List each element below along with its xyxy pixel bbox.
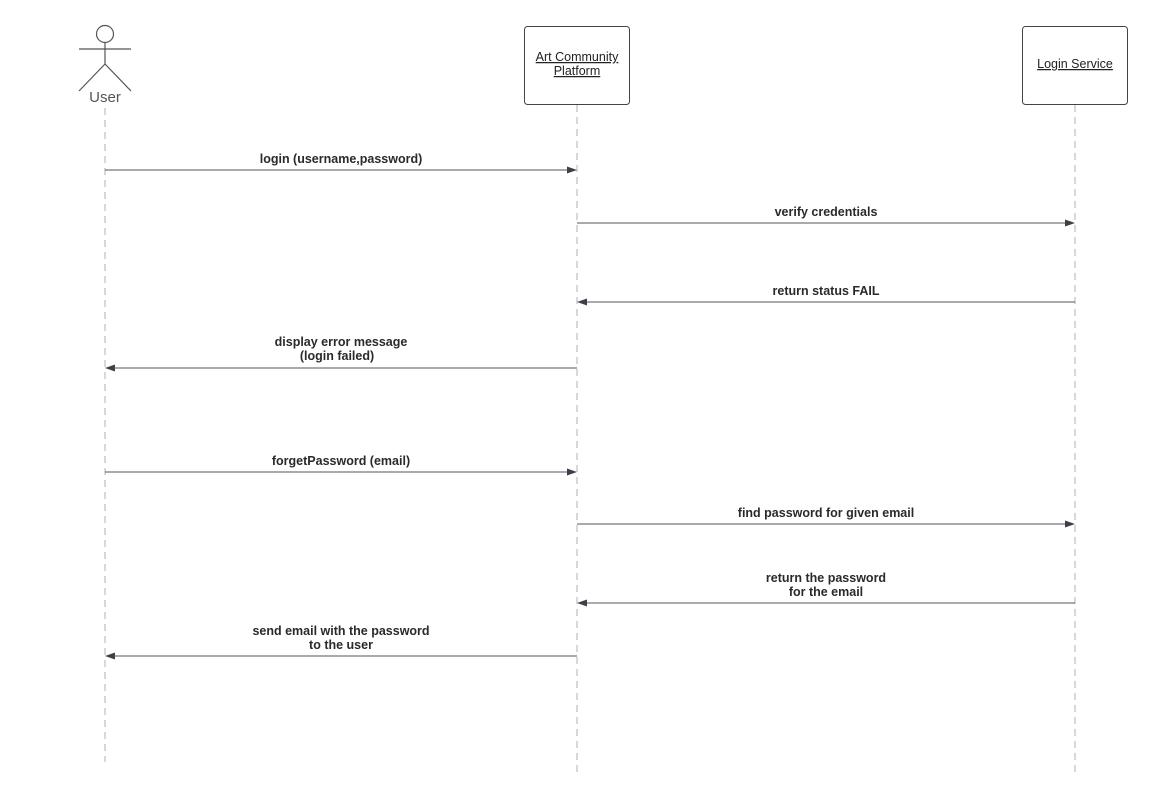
arrowhead-right-icon bbox=[567, 166, 577, 174]
arrowhead-left-icon bbox=[105, 364, 115, 372]
participant-login-service-label: Login Service bbox=[1037, 57, 1113, 71]
message-forget-password[interactable]: forgetPassword (email) bbox=[105, 454, 577, 476]
message-label: verify credentials bbox=[775, 205, 878, 219]
message-label-line-1: send email with the password bbox=[252, 624, 429, 638]
message-find-password[interactable]: find password for given email bbox=[577, 506, 1075, 528]
participant-platform-label-line-2: Platform bbox=[554, 64, 601, 78]
message-label: return status FAIL bbox=[773, 284, 880, 298]
arrowhead-right-icon bbox=[1065, 219, 1075, 227]
participant-login-service-box bbox=[1022, 26, 1128, 105]
arrowhead-left-icon bbox=[105, 652, 115, 660]
message-send-email[interactable]: send email with the password to the user bbox=[105, 624, 577, 660]
message-label: forgetPassword (email) bbox=[272, 454, 410, 468]
message-label-line-2: for the email bbox=[789, 585, 863, 599]
participant-platform-box bbox=[524, 26, 630, 105]
message-label: find password for given email bbox=[738, 506, 914, 520]
message-return-password[interactable]: return the password for the email bbox=[577, 571, 1075, 607]
participant-platform-label-line-1: Art Community bbox=[536, 50, 619, 64]
stick-figure-icon bbox=[78, 24, 132, 92]
message-verify-credentials[interactable]: verify credentials bbox=[577, 205, 1075, 227]
message-return-status-fail[interactable]: return status FAIL bbox=[577, 284, 1075, 306]
arrowhead-right-icon bbox=[567, 468, 577, 476]
message-display-error[interactable]: display error message (login failed) bbox=[105, 335, 577, 372]
message-label-line-2: to the user bbox=[309, 638, 373, 652]
message-label-line-1: display error message bbox=[275, 335, 408, 349]
arrowhead-left-icon bbox=[577, 298, 587, 306]
arrowhead-right-icon bbox=[1065, 520, 1075, 528]
message-label: login (username,password) bbox=[260, 152, 423, 166]
actor-user[interactable]: User bbox=[78, 24, 132, 107]
actor-user-label: User bbox=[89, 89, 121, 106]
participant-login-service[interactable]: Login Service bbox=[1022, 26, 1128, 105]
arrowhead-left-icon bbox=[577, 599, 587, 607]
participant-platform[interactable]: Art Community Platform bbox=[524, 26, 630, 105]
message-login[interactable]: login (username,password) bbox=[105, 152, 577, 174]
message-label-line-1: return the password bbox=[766, 571, 886, 585]
message-label-line-2: (login failed) bbox=[300, 349, 374, 363]
